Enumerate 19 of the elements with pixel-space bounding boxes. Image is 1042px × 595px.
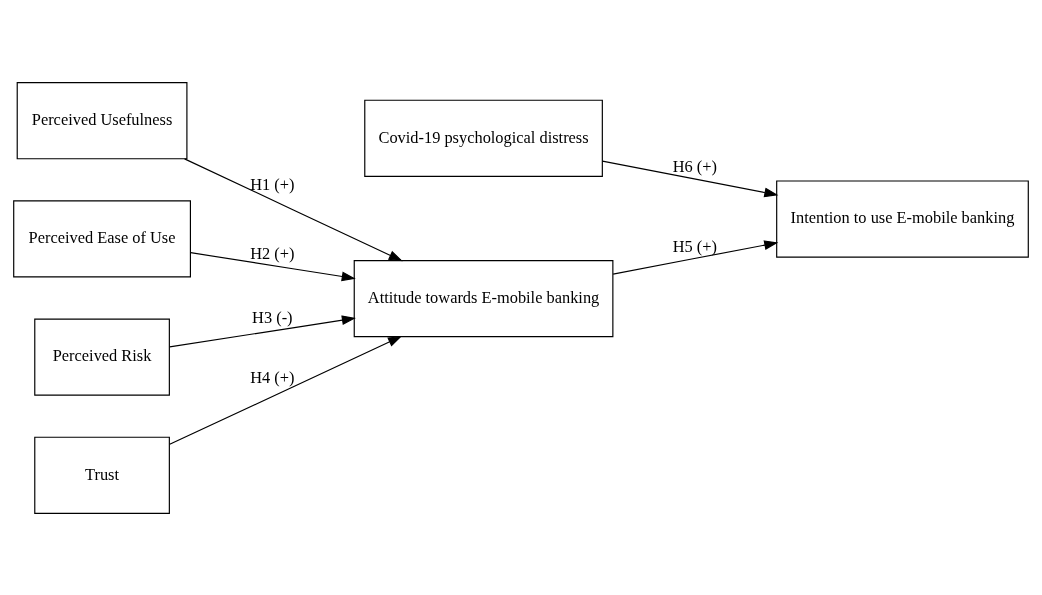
- node-box: Perceived Risk: [34, 317, 170, 396]
- node-box: Covid-19 psychological distress: [364, 99, 603, 177]
- edge-label: H6 (+): [672, 156, 717, 176]
- edge-label: H2 (+): [250, 243, 295, 263]
- arrow: [190, 251, 356, 281]
- edge-label: H4 (+): [250, 367, 295, 387]
- arrow: [601, 160, 779, 197]
- node-box: Intention to use E-mobile banking: [776, 179, 1029, 258]
- edge-label: H3 (-): [252, 307, 293, 327]
- arrow: [612, 239, 779, 275]
- edge-label: H1 (+): [250, 174, 295, 194]
- arrow: [184, 157, 403, 261]
- node-box: Perceived Usefulness: [16, 81, 188, 159]
- edge-label: H5 (+): [672, 236, 717, 256]
- node-box: Perceived Ease of Use: [13, 199, 191, 278]
- node-box: Trust: [34, 436, 170, 514]
- arrow: [169, 335, 403, 445]
- node-box: Attitude towards E-mobile banking: [353, 259, 614, 337]
- arrow: [169, 314, 356, 347]
